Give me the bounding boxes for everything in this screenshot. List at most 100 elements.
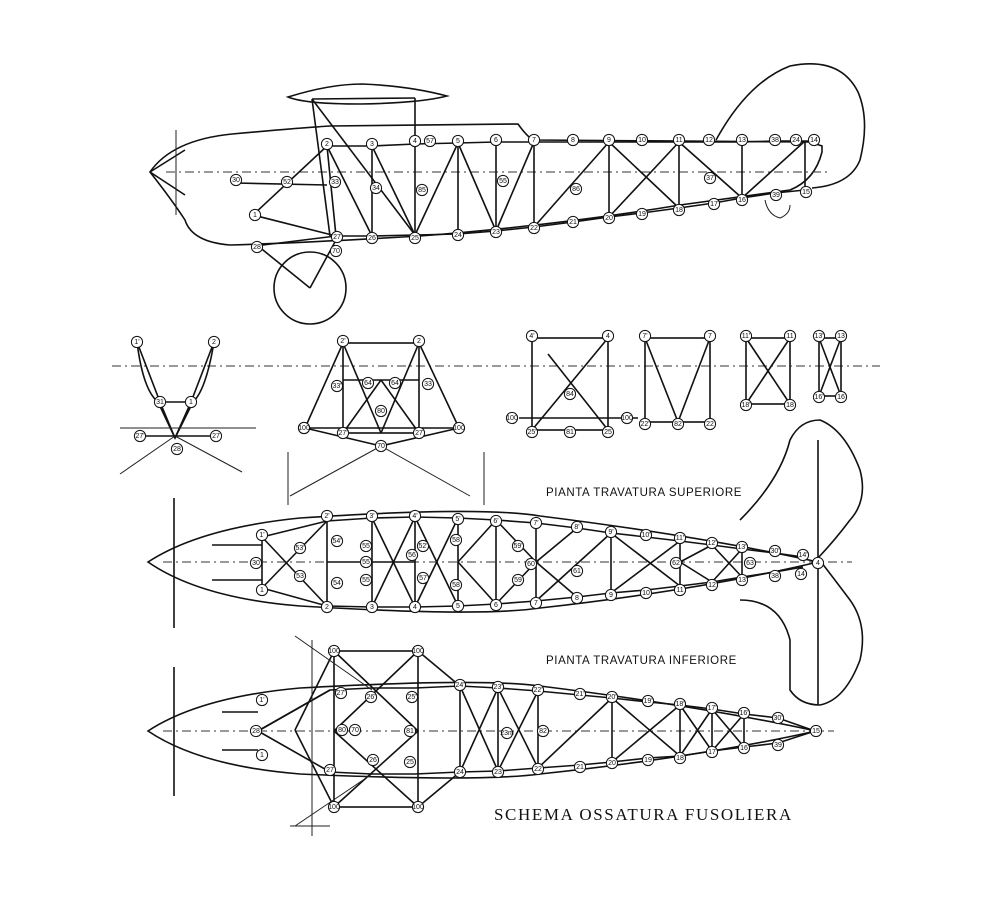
- node-upper-27: 60: [524, 557, 538, 571]
- svg-text:25: 25: [411, 235, 419, 242]
- svg-text:4': 4': [412, 513, 417, 520]
- node-side-10: 11: [672, 133, 686, 147]
- svg-text:13: 13: [837, 333, 845, 340]
- node-upper-17: 52': [416, 539, 430, 553]
- svg-text:70: 70: [351, 727, 359, 734]
- node-side-27: 28: [250, 240, 264, 254]
- node-side-8: 9: [602, 133, 616, 147]
- node-side-4: 5: [451, 134, 465, 148]
- svg-text:6: 6: [494, 137, 498, 144]
- svg-text:30: 30: [252, 560, 260, 567]
- node-lower-1: 28: [249, 724, 263, 738]
- node-lower-3: 100: [327, 644, 341, 658]
- svg-text:23: 23: [492, 229, 500, 236]
- svg-text:4: 4: [606, 333, 610, 340]
- node-upper-8: 54: [330, 576, 344, 590]
- node-lower-10: 80: [335, 723, 349, 737]
- node-side-25: 15: [799, 185, 813, 199]
- svg-text:100: 100: [298, 425, 310, 432]
- node-lower-26: 19: [641, 753, 655, 767]
- node-lower-4: 27': [334, 686, 348, 700]
- svg-text:6': 6': [493, 518, 498, 525]
- node-side-13: 38: [768, 133, 782, 147]
- node-upper-10: 3: [365, 600, 379, 614]
- svg-text:100: 100: [621, 415, 633, 422]
- svg-text:16: 16: [837, 394, 845, 401]
- svg-text:70: 70: [377, 443, 385, 450]
- svg-text:33': 33': [332, 383, 341, 390]
- svg-text:64: 64: [364, 380, 372, 387]
- section-1: [119, 341, 256, 475]
- svg-text:52': 52': [418, 543, 427, 550]
- svg-text:38: 38: [771, 573, 779, 580]
- node-upper-44: 13: [735, 573, 749, 587]
- svg-text:27: 27: [415, 430, 423, 437]
- node-upper-15: 4: [408, 600, 422, 614]
- svg-text:2: 2: [325, 141, 329, 148]
- lower-plan-cross-members: [222, 635, 745, 836]
- svg-text:7': 7': [533, 520, 538, 527]
- svg-text:24': 24': [455, 682, 464, 689]
- node-sections-5: 27: [209, 429, 223, 443]
- node-upper-20: 5: [451, 599, 465, 613]
- svg-text:100: 100: [453, 425, 465, 432]
- node-lower-16: 23: [491, 765, 505, 779]
- svg-text:15: 15: [812, 728, 820, 735]
- svg-text:18: 18: [676, 755, 684, 762]
- svg-text:9: 9: [607, 137, 611, 144]
- svg-text:33: 33: [331, 179, 339, 186]
- svg-text:20': 20': [607, 694, 616, 701]
- node-sections-36: 13': [812, 329, 826, 343]
- upper-plan-cross-members: [212, 516, 743, 608]
- svg-text:20: 20: [608, 760, 616, 767]
- node-side-16: 30: [229, 173, 243, 187]
- section-7: [644, 337, 711, 423]
- svg-text:22: 22: [530, 225, 538, 232]
- node-sections-31: 22: [703, 417, 717, 431]
- node-upper-13: 55: [359, 573, 373, 587]
- node-lower-39: 100: [297, 421, 311, 435]
- node-side-0: 2: [320, 137, 334, 151]
- svg-text:24: 24: [792, 137, 800, 144]
- node-upper-0: 1': [255, 528, 269, 542]
- svg-text:5: 5: [456, 603, 460, 610]
- node-side-35: 20: [602, 211, 616, 225]
- node-side-19: 34: [369, 181, 383, 195]
- node-sections-24: 81: [563, 425, 577, 439]
- node-upper-26: 59: [511, 573, 525, 587]
- svg-text:59': 59': [513, 543, 522, 550]
- node-side-38: 17: [707, 197, 721, 211]
- node-side-20: 85: [415, 183, 429, 197]
- svg-text:26: 26: [368, 235, 376, 242]
- node-sections-21: 84: [563, 387, 577, 401]
- lower-plan-outline: [146, 681, 817, 779]
- svg-text:1: 1: [260, 752, 264, 759]
- svg-text:11': 11': [676, 535, 685, 542]
- svg-text:14: 14: [810, 137, 818, 144]
- node-side-17: 52: [280, 175, 294, 189]
- section-2: [287, 342, 485, 505]
- node-upper-14: 4': [408, 509, 422, 523]
- svg-text:10: 10: [638, 137, 646, 144]
- node-lower-14: 24: [453, 765, 467, 779]
- tail-fin: [715, 63, 866, 189]
- svg-text:16: 16: [740, 745, 748, 752]
- node-side-7: 8: [566, 133, 580, 147]
- svg-text:2: 2: [212, 339, 216, 346]
- svg-text:14': 14': [798, 552, 807, 559]
- node-side-5: 6: [489, 133, 503, 147]
- svg-text:30: 30: [232, 177, 240, 184]
- node-lower-35: 15: [809, 724, 823, 738]
- svg-text:24: 24: [454, 232, 462, 239]
- node-upper-29: 7: [529, 596, 543, 610]
- node-upper-34: 9: [604, 588, 618, 602]
- svg-text:24: 24: [456, 769, 464, 776]
- node-side-34: 21: [566, 215, 580, 229]
- node-upper-19: 5': [451, 512, 465, 526]
- node-side-3: 57: [423, 134, 437, 148]
- svg-text:4: 4: [413, 138, 417, 145]
- node-upper-43: 13': [735, 540, 749, 554]
- svg-text:25': 25': [407, 694, 416, 701]
- svg-text:11: 11: [786, 333, 793, 340]
